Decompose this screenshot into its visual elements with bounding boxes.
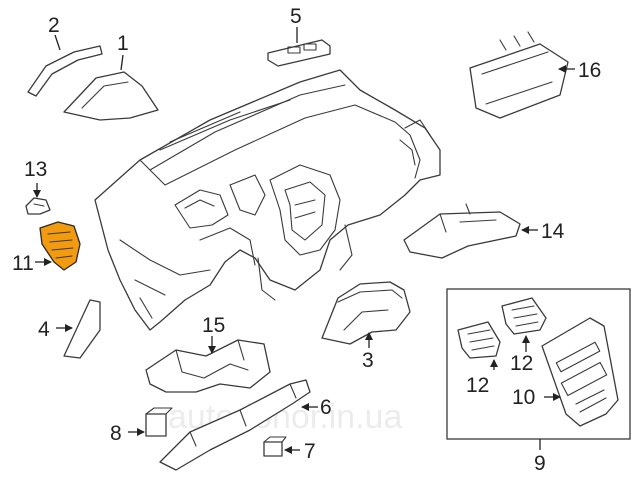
callout-10: 10 <box>512 386 535 409</box>
callout-14: 14 <box>541 220 565 243</box>
instrument-panel <box>94 69 441 331</box>
part-11-side-vent-highlighted <box>39 221 81 271</box>
part-12-center-vent-left <box>457 321 501 359</box>
callout-16: 16 <box>578 59 601 82</box>
part-15-lower-panel <box>145 339 271 393</box>
part-10-center-trim-panel <box>541 317 619 427</box>
callout-4: 4 <box>38 318 50 341</box>
callout-3: 3 <box>362 349 374 372</box>
callout-8: 8 <box>110 422 122 445</box>
part-16-airbag-module <box>469 31 569 119</box>
part-6-lower-bracket <box>159 379 311 471</box>
part-5-switch-bezel <box>267 39 331 67</box>
part-8-switch <box>145 407 173 437</box>
callout-12-left: 12 <box>466 374 489 397</box>
part-7-switch <box>263 436 287 457</box>
part-9-center-console-group <box>446 288 631 440</box>
part-4-end-cover <box>63 299 101 359</box>
part-3-cluster-hood <box>321 281 411 345</box>
part-12-center-vent-right <box>501 297 547 335</box>
part-13-clip <box>25 197 51 215</box>
callout-9: 9 <box>534 452 546 475</box>
callout-12-right: 12 <box>510 352 533 375</box>
part-14-bracket <box>403 203 521 259</box>
part-2-trim-strip <box>27 45 103 97</box>
callout-7: 7 <box>304 440 316 463</box>
callout-6: 6 <box>320 396 332 419</box>
callout-11: 11 <box>12 252 34 275</box>
callout-2: 2 <box>48 14 60 37</box>
part-1-side-panel <box>63 71 159 121</box>
callout-13: 13 <box>24 158 47 181</box>
side-vent-fill <box>39 221 81 271</box>
callout-5: 5 <box>290 5 302 28</box>
callout-1: 1 <box>117 32 129 55</box>
callout-15: 15 <box>202 314 225 337</box>
